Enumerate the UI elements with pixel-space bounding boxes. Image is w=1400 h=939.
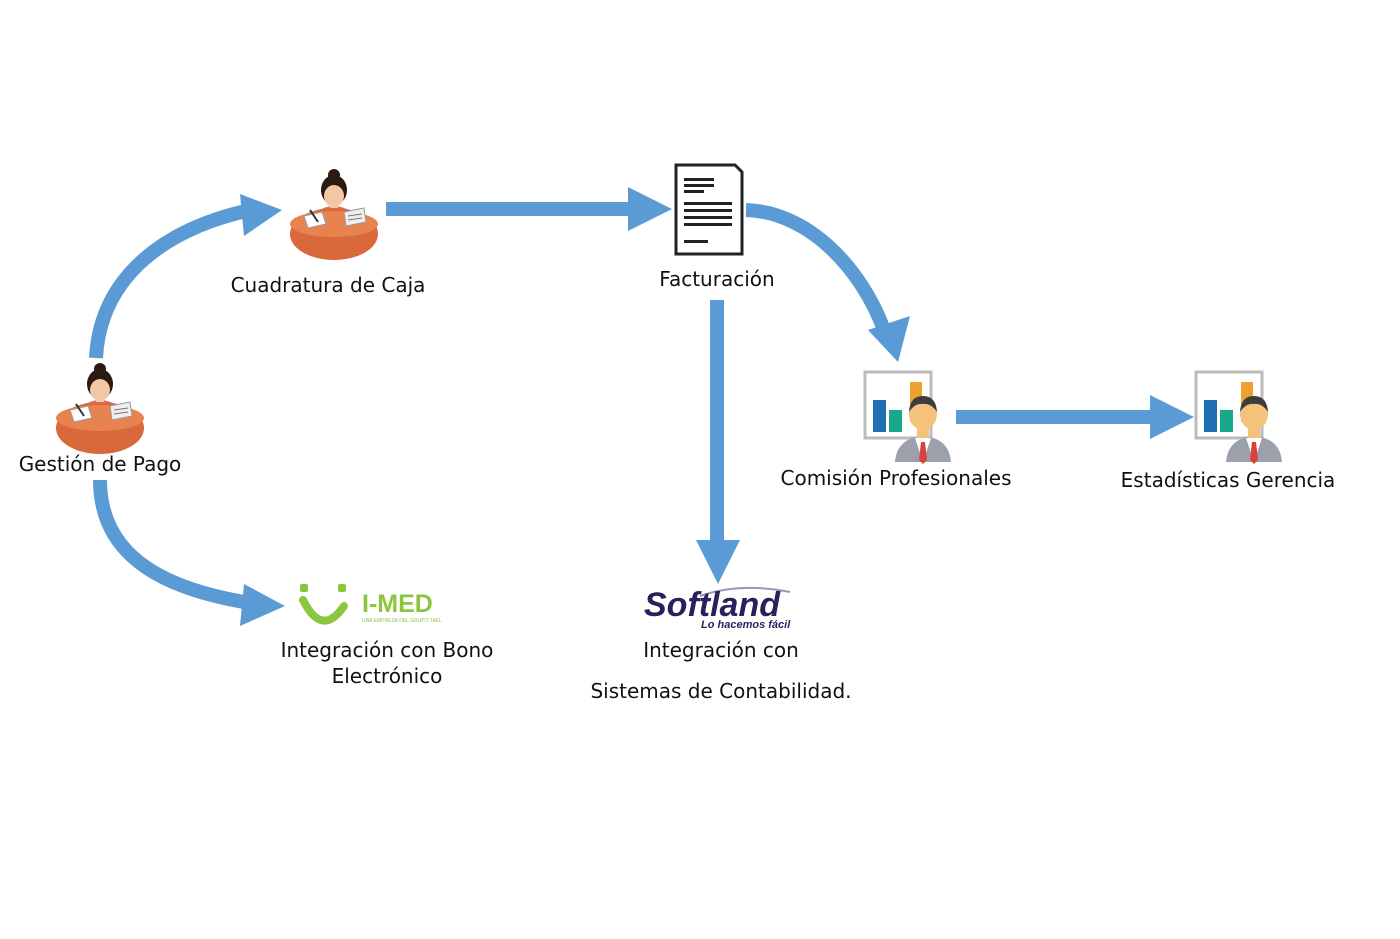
imed-wordmark: I-MED: [362, 590, 433, 618]
arrow-facturacion-to-comision: [745, 203, 891, 333]
label-estadisticas: Estadísticas Gerencia: [1121, 468, 1336, 492]
flow-arrows: [89, 187, 1194, 626]
softland-wordmark: Softland: [644, 586, 781, 624]
label-bono-line1: Integración con Bono: [281, 638, 494, 662]
softland-logo: Softland Lo hacemos fácil: [644, 586, 791, 631]
label-cuadratura: Cuadratura de Caja: [231, 273, 426, 297]
arrow-head-bono: [240, 584, 285, 626]
cashier-woman-icon: [55, 362, 145, 455]
arrow-head-comision: [868, 316, 910, 362]
imed-tagline: UNA EMPRESA DEL GRUPO TAEL: [362, 618, 442, 624]
label-facturacion: Facturación: [659, 267, 774, 291]
label-contabilidad-line1: Integración con: [643, 638, 799, 662]
label-contabilidad-line2: Sistemas de Contabilidad.: [590, 679, 851, 703]
label-gestion: Gestión de Pago: [19, 452, 182, 476]
document-icon: [674, 163, 744, 256]
arrow-comision-to-estadisticas: [956, 410, 1152, 424]
arrow-gestion-to-bono: [93, 479, 252, 610]
arrow-head-cuadratura: [240, 194, 282, 236]
imed-logo: I-MED UNA EMPRESA DEL GRUPO TAEL: [299, 584, 442, 625]
cashier-woman-icon: [289, 168, 379, 261]
arrow-head-contabilidad: [696, 540, 740, 584]
label-bono-line2: Electrónico: [332, 664, 443, 688]
report-manager-icon: [1194, 370, 1284, 466]
arrow-gestion-to-cuadratura: [89, 203, 252, 359]
report-manager-icon: [863, 370, 953, 466]
arrow-head-estadisticas: [1150, 395, 1194, 439]
arrow-facturacion-to-contabilidad: [710, 300, 724, 544]
softland-tagline: Lo hacemos fácil: [701, 619, 791, 631]
label-comision: Comisión Profesionales: [781, 466, 1012, 490]
arrow-head-facturacion: [628, 187, 672, 231]
arrow-cuadratura-to-facturacion: [386, 202, 630, 216]
